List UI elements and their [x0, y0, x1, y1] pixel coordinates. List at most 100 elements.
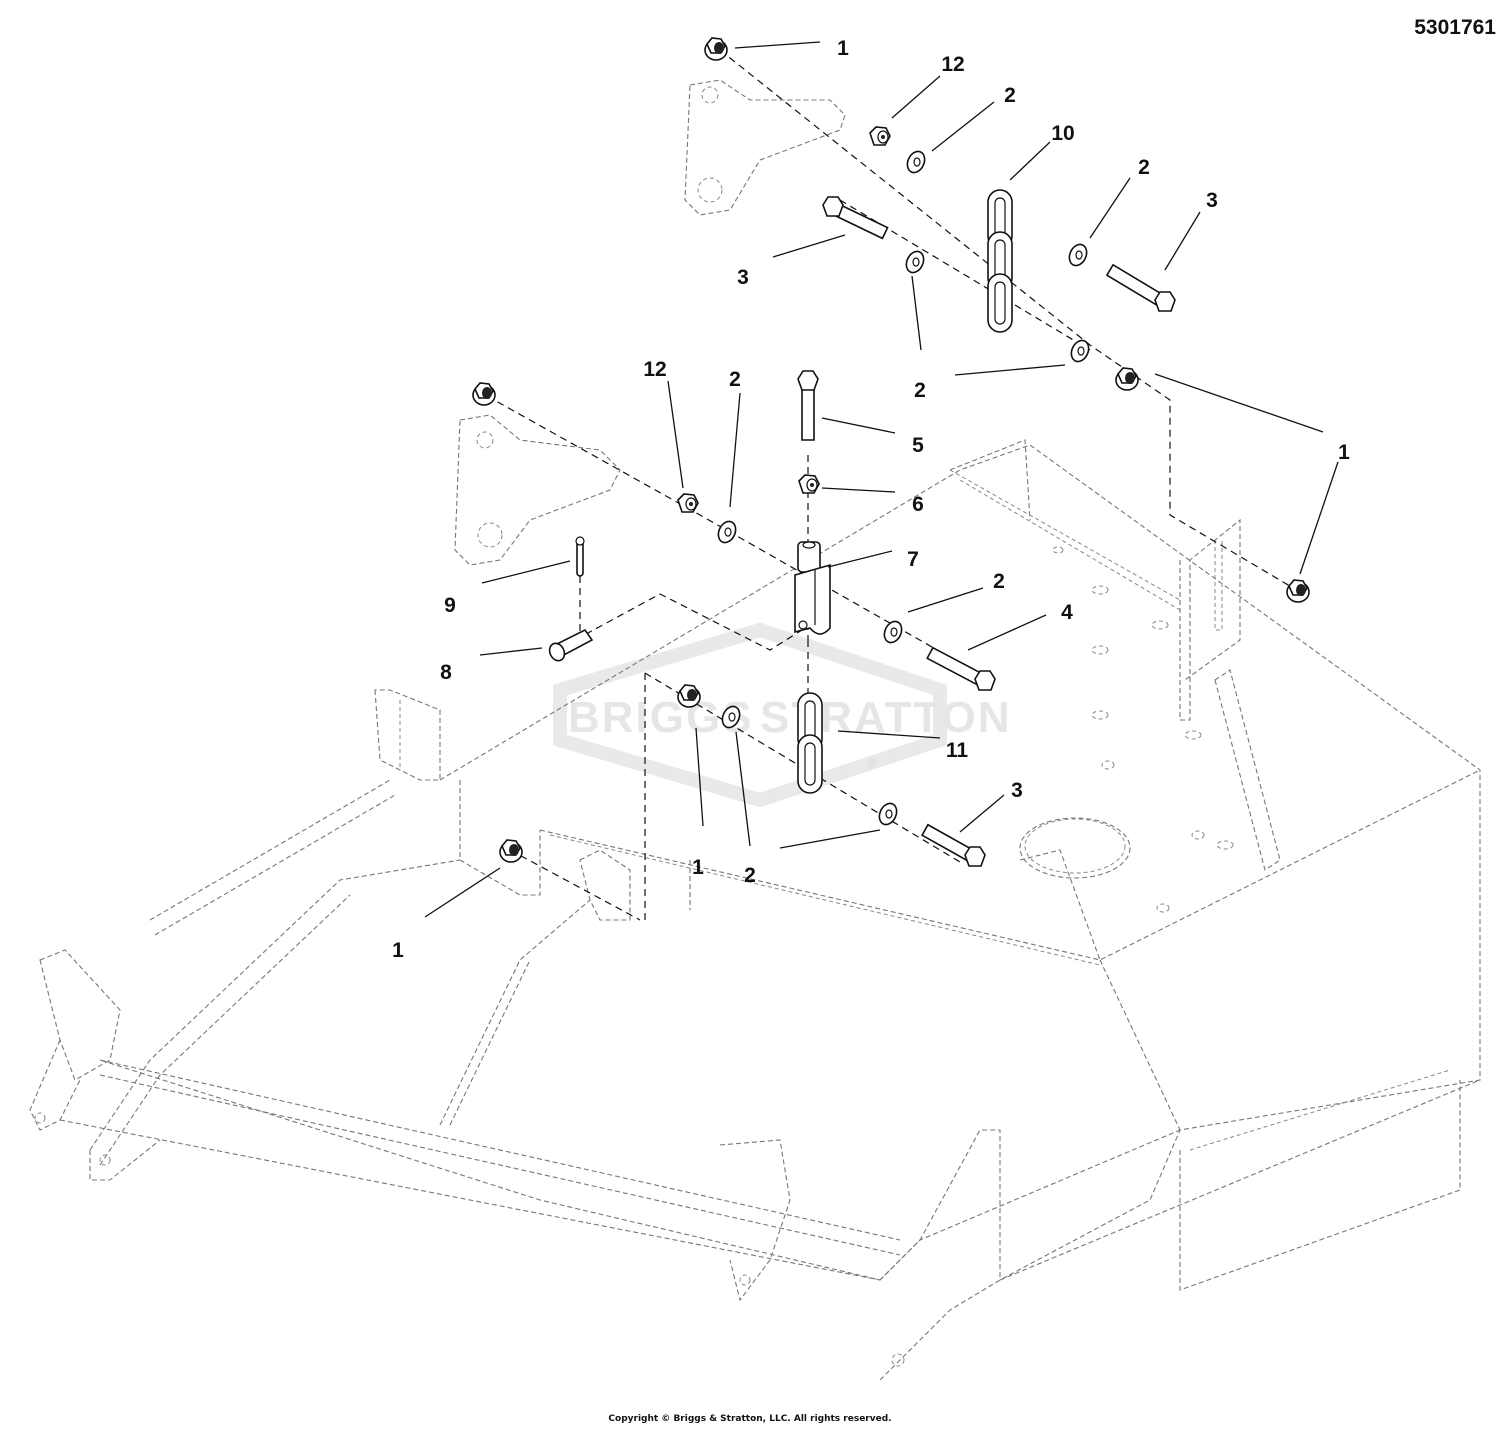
callout-label[interactable]: 2 — [1004, 84, 1016, 107]
center-arm — [439, 899, 591, 1126]
washer-top-1 — [906, 150, 926, 174]
callout-bolt[interactable]: 3 — [737, 234, 846, 289]
callout-hex-nut[interactable]: 6 — [821, 487, 924, 516]
callout-label[interactable]: 3 — [1011, 779, 1023, 802]
callout-washer[interactable]: 2 — [911, 275, 926, 402]
leader-line — [481, 560, 571, 584]
flange-nut-right-lower — [1286, 579, 1310, 603]
flange-nut-lower-left — [677, 684, 701, 708]
lower-pivot-link — [454, 414, 621, 566]
clevis — [794, 541, 831, 635]
left-arm-end — [89, 1139, 161, 1181]
leader-line — [479, 647, 543, 656]
callout-clevis[interactable]: 7 — [827, 548, 919, 571]
bolt-lower-right — [920, 823, 986, 867]
callout-label[interactable]: 2 — [993, 570, 1005, 593]
callout-flange-nut[interactable]: 1 — [692, 727, 704, 879]
left-arm-top-inner — [154, 794, 396, 936]
callout-label[interactable]: 4 — [1061, 601, 1073, 624]
callout-label[interactable]: 1 — [1338, 441, 1350, 464]
mower-deck-outline — [29, 79, 1481, 1381]
callout-lock-nut[interactable]: 12 — [643, 358, 684, 489]
callout-label[interactable]: 5 — [912, 434, 924, 457]
leader-line — [911, 275, 922, 351]
callout-label[interactable]: 9 — [444, 594, 456, 617]
callout-flange-nut[interactable] — [1299, 461, 1339, 575]
callout-cotter-pin[interactable]: 9 — [444, 560, 571, 617]
parts — [472, 37, 1310, 867]
callout-chain-2-link[interactable]: 11 — [837, 730, 969, 762]
chain-2-link — [797, 692, 823, 794]
left-gauge-bracket-arm — [29, 1039, 81, 1131]
leader-line — [1154, 373, 1324, 433]
callout-bolt[interactable]: 4 — [967, 601, 1073, 651]
lock-nut-top — [869, 126, 891, 146]
washer-lower-1 — [721, 705, 741, 729]
diagram-number: 5301761 — [1414, 16, 1496, 39]
callout-label[interactable]: 10 — [1051, 122, 1074, 145]
front-right-hole — [891, 1353, 905, 1367]
callout-label[interactable]: 7 — [907, 548, 919, 571]
callout-label[interactable]: 12 — [941, 53, 964, 76]
callout-label[interactable]: 2 — [729, 368, 741, 391]
assembly-lines — [486, 49, 1301, 921]
callout-flange-nut[interactable]: 1 — [734, 37, 849, 60]
callout-label[interactable]: 11 — [946, 739, 969, 762]
right-rear-bracket — [1179, 518, 1241, 721]
flange-nut-mid-left — [472, 382, 496, 406]
leader-line — [891, 75, 941, 119]
left-long-arm-inner — [99, 894, 351, 1166]
callout-label[interactable]: 3 — [737, 266, 749, 289]
washer-mid-2 — [883, 620, 903, 644]
lower-pivot-link-hole-top — [476, 431, 494, 449]
leader-line — [967, 614, 1047, 651]
right-skirt — [1179, 1080, 1461, 1291]
front-right-rail — [999, 1079, 1481, 1281]
deck-slots — [1052, 546, 1234, 913]
deck-front-edge-inner — [549, 834, 1101, 966]
callout-washer[interactable]: 2 — [931, 84, 1016, 152]
callout-label[interactable]: 12 — [643, 358, 666, 381]
callout-washer[interactable] — [954, 364, 1066, 376]
left-gauge-bracket — [39, 949, 121, 1081]
callout-bolt[interactable]: 3 — [959, 779, 1023, 833]
callout-label[interactable]: 2 — [914, 379, 926, 402]
leader-line — [1299, 461, 1339, 575]
leader-line — [734, 41, 821, 49]
callout-label[interactable]: 2 — [1138, 156, 1150, 179]
callout-label[interactable]: 3 — [1206, 189, 1218, 212]
callout-flange-nut[interactable]: 1 — [1154, 373, 1350, 464]
washer-top-4 — [1070, 339, 1090, 363]
upper-rear-rail-inner — [959, 479, 1181, 611]
callout-washer[interactable] — [779, 829, 881, 849]
callout-washer[interactable]: 2 — [735, 731, 756, 887]
callout-label[interactable]: 2 — [744, 864, 756, 887]
leader-line — [1009, 141, 1051, 181]
watermark-registered: ® — [868, 756, 877, 770]
callout-bolt-vertical[interactable]: 5 — [821, 417, 924, 457]
callout-label[interactable]: 6 — [912, 493, 924, 516]
callout-washer[interactable]: 2 — [1089, 156, 1150, 239]
leader-line — [667, 380, 684, 489]
front-center-bracket — [719, 1139, 791, 1302]
callout-chain-3-link[interactable]: 10 — [1009, 122, 1075, 181]
callout-label[interactable]: 8 — [440, 661, 452, 684]
left-arm-top — [149, 779, 391, 921]
lower-pivot-link-hole-bottom — [477, 522, 503, 548]
callout-label[interactable]: 1 — [392, 939, 404, 962]
callout-label[interactable]: 1 — [692, 856, 704, 879]
callout-bolt[interactable]: 3 — [1164, 189, 1218, 271]
right-skirt-line — [1189, 1069, 1451, 1151]
leader-line — [1089, 177, 1131, 239]
callout-washer[interactable]: 2 — [907, 570, 1005, 613]
left-hitch-bracket — [374, 689, 441, 781]
callout-flange-nut[interactable]: 1 — [392, 867, 501, 962]
callout-lock-nut[interactable]: 12 — [891, 53, 965, 119]
leader-line — [954, 364, 1066, 376]
callout-washer[interactable]: 2 — [729, 368, 741, 508]
callout-clevis-pin[interactable]: 8 — [440, 647, 543, 684]
callout-label[interactable]: 1 — [837, 37, 849, 60]
leader-line — [424, 867, 501, 918]
